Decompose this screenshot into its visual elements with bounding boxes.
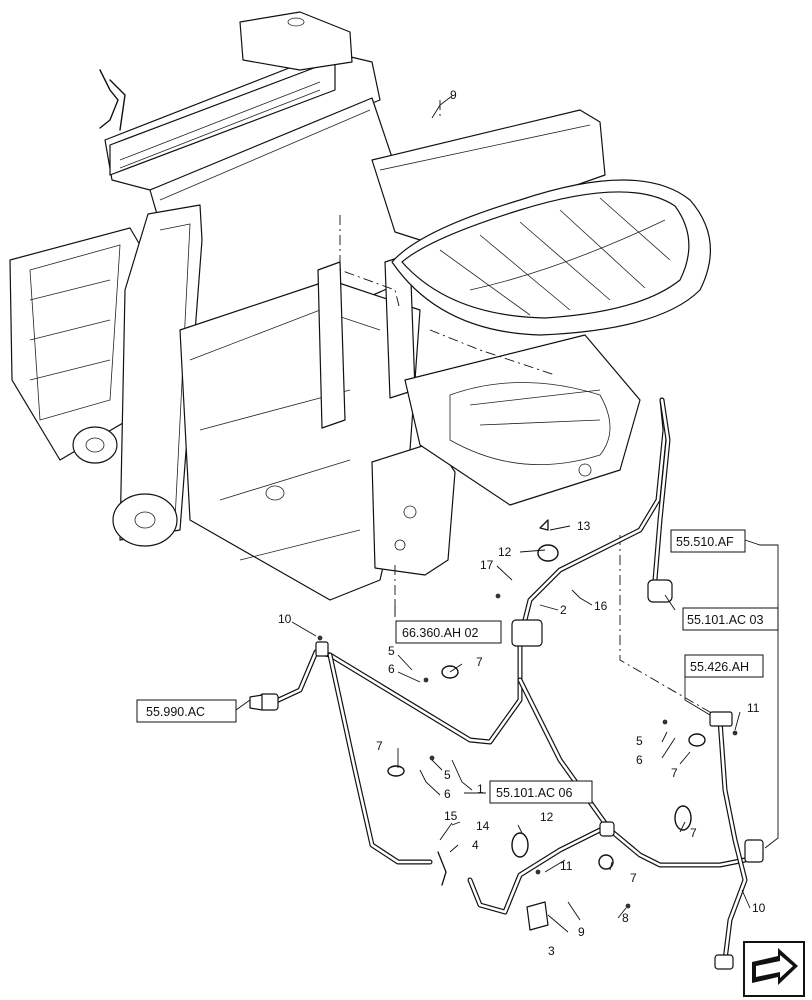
- callout-9-bottom: 9: [578, 925, 585, 939]
- callout-1: 1: [477, 782, 484, 796]
- reference-55-101-ac-03[interactable]: 55.101.AC 03: [682, 607, 779, 631]
- callout-leaders: [235, 95, 779, 933]
- callout-7-upper: 7: [476, 655, 483, 669]
- callout-14: 14: [476, 819, 490, 833]
- callout-4: 4: [472, 838, 479, 852]
- reference-55-990-ac[interactable]: 55.990.AC: [136, 699, 237, 723]
- svg-text:55.510.AF: 55.510.AF: [676, 535, 734, 549]
- callout-6-upper: 6: [388, 662, 395, 676]
- callout-11-right: 11: [747, 701, 760, 715]
- callout-3: 3: [548, 944, 555, 958]
- svg-text:55.990.AC: 55.990.AC: [146, 705, 205, 719]
- callout-5-mid: 5: [444, 768, 451, 782]
- svg-text:55.101.AC 03: 55.101.AC 03: [687, 613, 763, 627]
- callout-12-lower: 12: [540, 810, 554, 824]
- wiring-harness: [249, 397, 764, 970]
- callout-2: 2: [560, 603, 567, 617]
- callout-15: 15: [444, 809, 458, 823]
- callout-9-top: 9: [450, 88, 457, 102]
- callout-5-right: 5: [636, 734, 643, 748]
- callout-11-lower: 11: [560, 859, 573, 873]
- callout-8: 8: [622, 911, 629, 925]
- reference-66-360-ah-02[interactable]: 66.360.AH 02: [395, 620, 502, 644]
- callout-7-right: 7: [690, 826, 697, 840]
- callout-numbers: 9 13 12 17 16 2 10 5 6 7 7 5 6 1 15 14 4…: [278, 88, 766, 958]
- callout-12-upper: 12: [498, 545, 512, 559]
- svg-text:55.101.AC 06: 55.101.AC 06: [496, 786, 572, 800]
- machine-frame: [9, 11, 716, 716]
- callout-10-left: 10: [278, 612, 292, 626]
- callout-6-mid: 6: [444, 787, 451, 801]
- next-page-arrow-icon[interactable]: [743, 941, 805, 997]
- reference-55-426-ah[interactable]: 55.426.AH: [684, 654, 764, 678]
- reference-55-510-af[interactable]: 55.510.AF: [670, 529, 746, 553]
- callout-17: 17: [480, 558, 494, 572]
- reference-55-101-ac-06[interactable]: 55.101.AC 06: [489, 780, 593, 804]
- callout-6-right: 6: [636, 753, 643, 767]
- callout-7-right-upper: 7: [671, 766, 678, 780]
- callout-7-lower: 7: [630, 871, 637, 885]
- callout-7-mid: 7: [376, 739, 383, 753]
- svg-text:55.426.AH: 55.426.AH: [690, 660, 749, 674]
- callout-13: 13: [577, 519, 591, 533]
- callout-5-upper: 5: [388, 644, 395, 658]
- callout-16: 16: [594, 599, 608, 613]
- svg-text:66.360.AH 02: 66.360.AH 02: [402, 626, 478, 640]
- callout-10-right: 10: [752, 901, 766, 915]
